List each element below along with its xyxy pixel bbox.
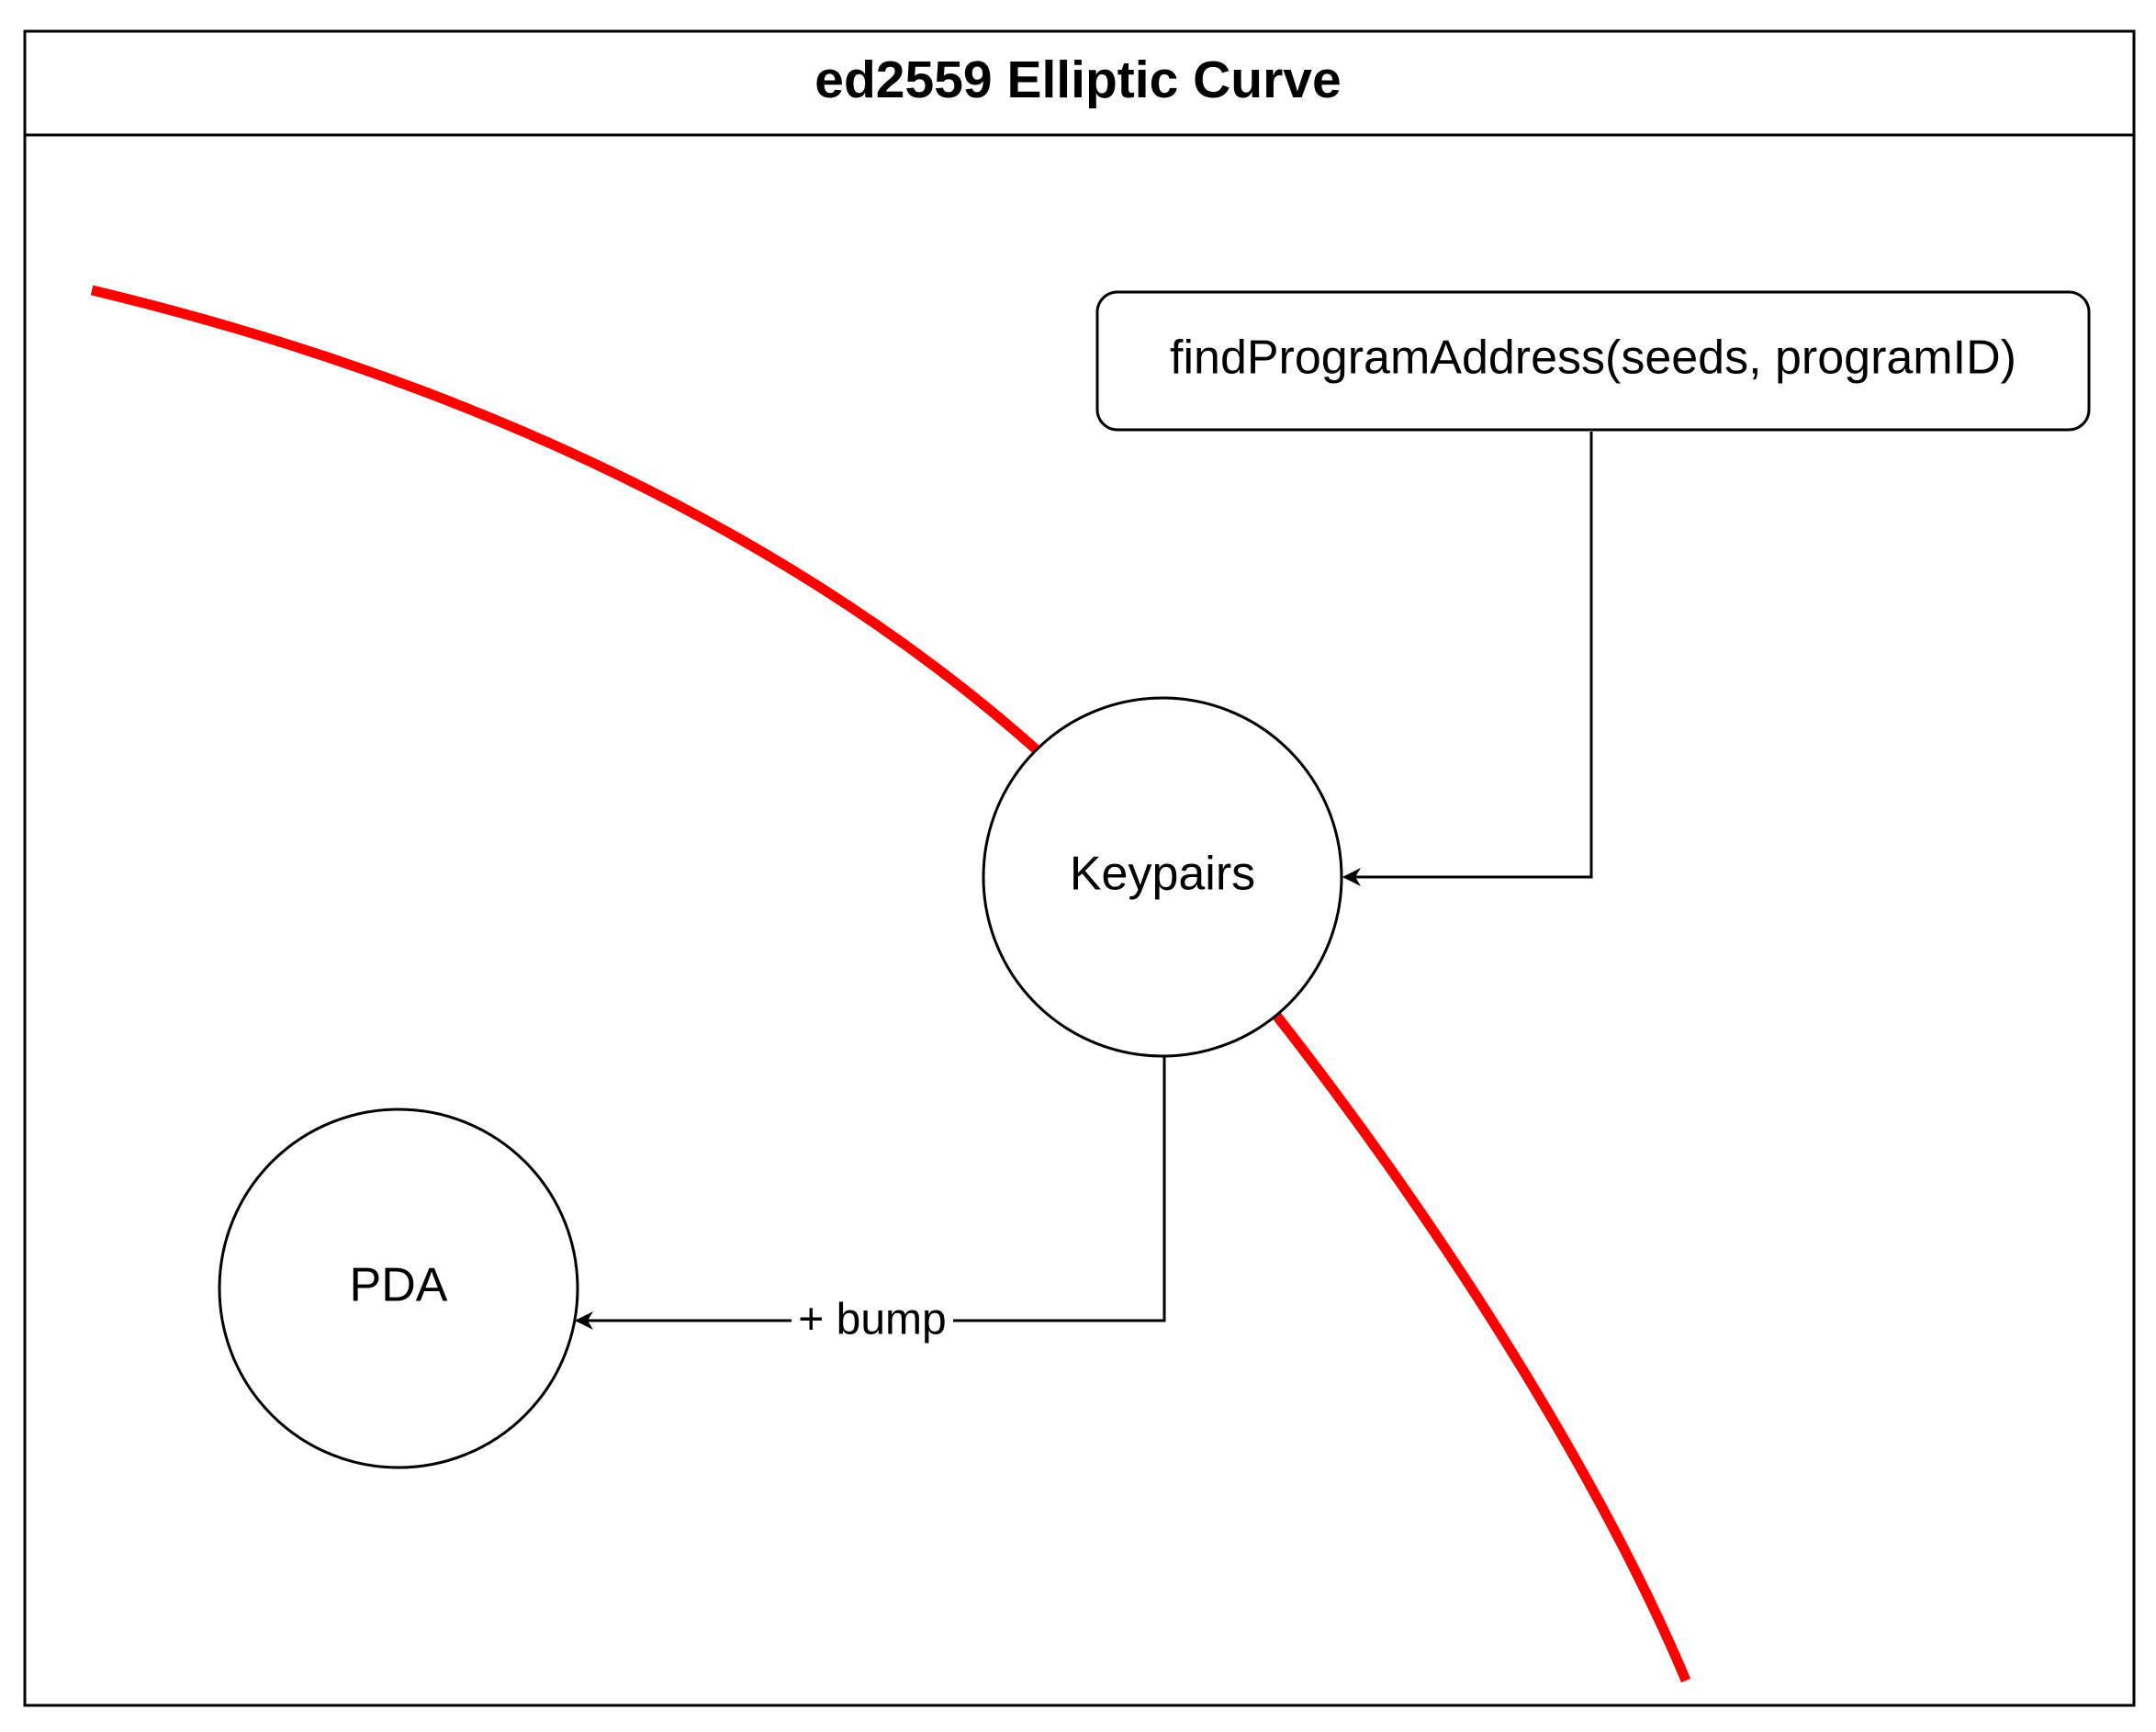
function-box-label: findProgramAddress(seeds, programID) [1170,332,2016,385]
edge-label-bump: + bump [798,1296,946,1344]
pda-circle [218,1108,579,1469]
keypairs-circle [982,696,1343,1058]
function-box [1095,290,2091,432]
edge-keypairs-to-pda: + bump [575,1056,1166,1348]
node-pda: PDA [218,1108,579,1469]
pda-label: PDA [350,1259,448,1312]
edge-line [1342,432,1593,886]
edge-line [575,1056,1166,1330]
node-keypairs: Keypairs [982,696,1343,1058]
node-find-program-address: findProgramAddress(seeds, programID) [1095,290,2091,432]
container-title: ed2559 Elliptic Curve [814,51,1341,109]
edge-function-to-keypairs [1342,432,1593,886]
keypairs-label: Keypairs [1070,848,1255,901]
edge-label-background [792,1293,953,1348]
